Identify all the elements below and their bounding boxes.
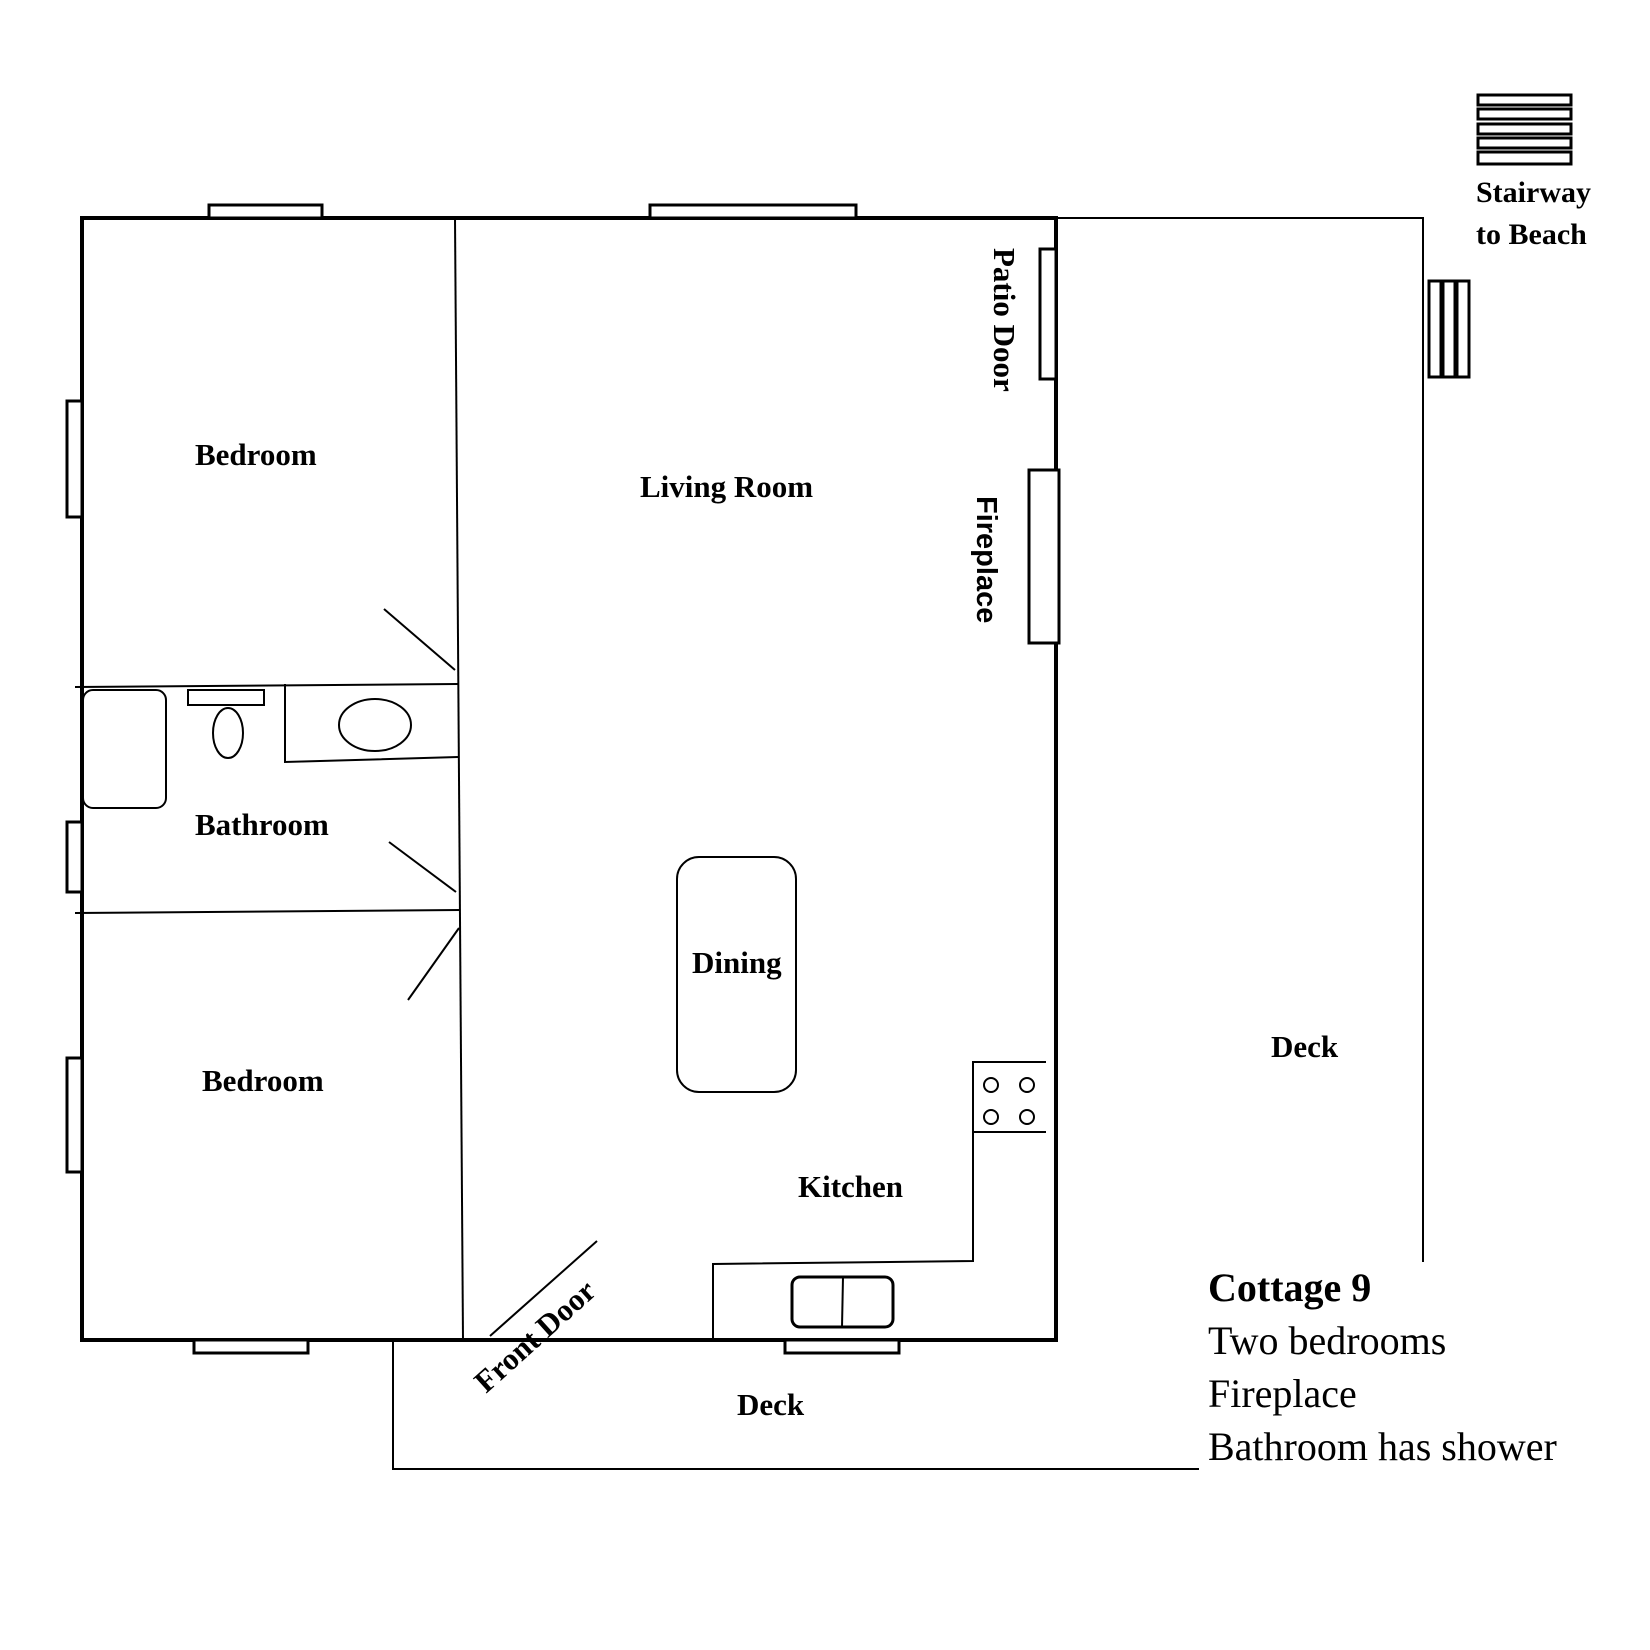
front-door-swing xyxy=(489,1240,598,1337)
bedroom-door-swing-2 xyxy=(407,927,460,1001)
deck-steps xyxy=(1427,279,1471,379)
window xyxy=(65,399,84,519)
stair-step xyxy=(1476,93,1573,107)
door-swings xyxy=(383,608,598,1337)
deck-step xyxy=(1441,279,1457,379)
exterior-wall xyxy=(80,216,1058,1342)
stove xyxy=(983,1077,1035,1125)
bathroom-bedroom-wall xyxy=(74,909,461,914)
burner xyxy=(1019,1077,1035,1093)
shower xyxy=(82,689,167,809)
info-line-bathroom: Bathroom has shower xyxy=(1208,1424,1557,1469)
deck-east-outline xyxy=(1056,217,1424,1262)
deck-step xyxy=(1455,279,1471,379)
bedroom-living-wall xyxy=(454,217,464,1341)
dining-label: Dining xyxy=(692,945,782,980)
stair-step xyxy=(1476,107,1573,121)
bedroom-top-label: Bedroom xyxy=(195,437,317,472)
front-door-label: Front Door xyxy=(467,1273,602,1400)
kitchen-label: Kitchen xyxy=(798,1169,903,1204)
bathroom-fixtures xyxy=(82,684,459,809)
bedroom-bottom-label: Bedroom xyxy=(202,1063,324,1098)
patio-door xyxy=(1038,247,1058,381)
fireplace-label: Fireplace xyxy=(970,496,1002,623)
stair-step xyxy=(1476,150,1573,166)
stairway-label-line2: to Beach xyxy=(1476,218,1587,251)
bedroom-bathroom-wall xyxy=(74,683,459,688)
window xyxy=(207,203,324,220)
window xyxy=(783,1338,901,1355)
info-line-fireplace: Fireplace xyxy=(1208,1371,1357,1416)
kitchen-sink-divider xyxy=(841,1276,844,1328)
cottage-info: Cottage 9 Two bedrooms Fireplace Bathroo… xyxy=(1208,1262,1557,1473)
windows xyxy=(65,203,901,1355)
toilet-tank xyxy=(187,689,265,706)
stair-step xyxy=(1476,122,1573,136)
bathroom-sink xyxy=(338,698,412,752)
burner xyxy=(983,1109,999,1125)
stairway-label-line1: Stairway xyxy=(1476,176,1591,209)
patio-door-label: Patio Door xyxy=(987,248,1022,392)
vanity-counter xyxy=(284,684,459,764)
cottage-title: Cottage 9 xyxy=(1208,1265,1372,1310)
deck-outline xyxy=(392,217,1424,1470)
stairway-steps xyxy=(1476,93,1573,166)
bathroom-label: Bathroom xyxy=(195,807,329,842)
toilet-bowl xyxy=(212,707,244,759)
window xyxy=(65,1056,84,1174)
fireplace xyxy=(1027,468,1061,645)
living-room-label: Living Room xyxy=(640,469,813,504)
burner xyxy=(983,1077,999,1093)
deck-south-outline xyxy=(392,1340,1199,1470)
stairway-label: Stairway to Beach xyxy=(1476,172,1591,256)
deck-step xyxy=(1427,279,1443,379)
deck-east-label: Deck xyxy=(1271,1029,1339,1064)
window xyxy=(192,1338,310,1355)
window xyxy=(65,820,84,894)
interior-walls xyxy=(74,217,1046,1341)
deck-south-label: Deck xyxy=(737,1387,805,1422)
bedroom-door-swing xyxy=(383,608,456,671)
dining-table xyxy=(676,856,797,1093)
stair-step xyxy=(1476,136,1573,150)
kitchen-counter xyxy=(712,1061,1046,1340)
bathroom-door-swing xyxy=(388,841,457,893)
info-line-bedrooms: Two bedrooms xyxy=(1208,1318,1447,1363)
burner xyxy=(1019,1109,1035,1125)
window xyxy=(648,203,858,220)
